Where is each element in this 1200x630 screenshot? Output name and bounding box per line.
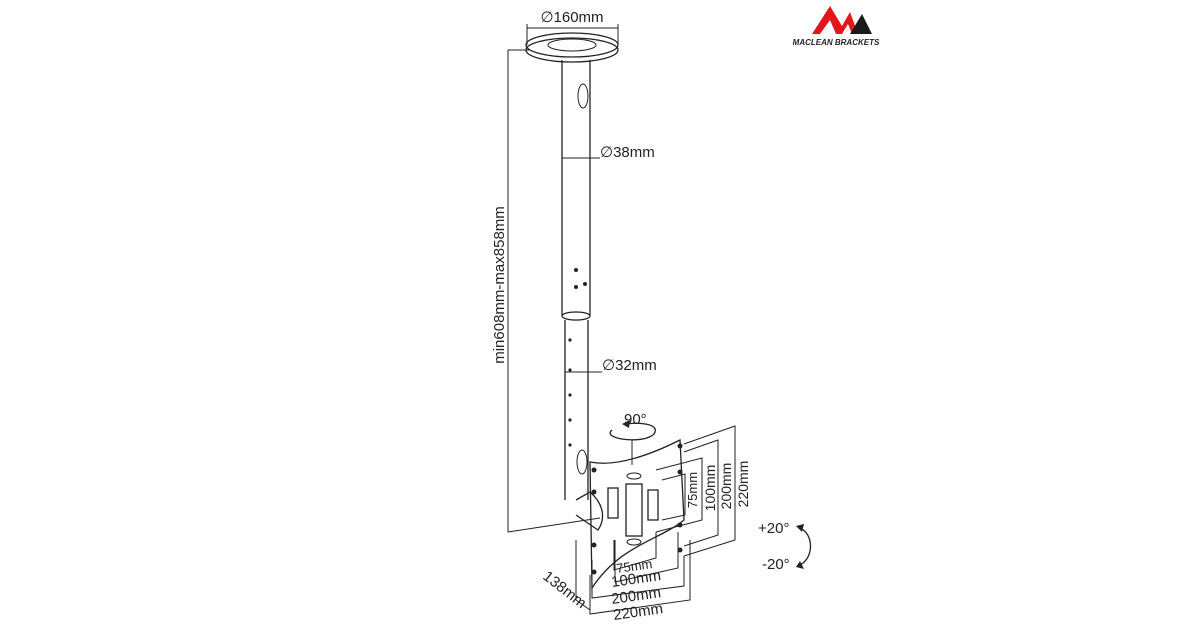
rotation-label: 90° (624, 411, 647, 428)
rotation-arrow-icon (609, 420, 656, 465)
vesa-h-200-label: 200mm (610, 584, 662, 608)
lower-tube (564, 320, 602, 500)
ceiling-plate (525, 24, 619, 63)
upper-tube (561, 60, 600, 321)
vesa-plate (575, 438, 685, 591)
tilt-arrow-icon (796, 524, 812, 569)
tilt-up-label: +20° (758, 520, 789, 537)
height-range-label: min608mm-max858mm (491, 206, 508, 364)
height-dimension (507, 49, 601, 533)
plate-diameter-label: ∅160mm (540, 9, 603, 26)
vesa-h-75-label: 75mm (615, 556, 653, 576)
brand-name: MACLEAN BRACKETS (793, 38, 880, 47)
vesa-v-100-label: 100mm (702, 465, 718, 512)
vesa-v-200-label: 200mm (718, 463, 734, 510)
vesa-v-220-label: 220mm (735, 461, 751, 508)
vesa-v-75-label: 75mm (685, 472, 700, 508)
lower-tube-diameter-label: ∅32mm (602, 357, 657, 374)
tilt-down-label: -20° (762, 556, 790, 573)
vesa-dimension-lines (575, 425, 736, 615)
vesa-h-100-label: 100mm (610, 567, 662, 591)
maclean-logo: MACLEAN BRACKETS (793, 6, 880, 47)
upper-tube-diameter-label: ∅38mm (600, 144, 655, 161)
vesa-h-220-label: 220mm (612, 600, 664, 624)
depth-label: 138mm (540, 568, 590, 612)
